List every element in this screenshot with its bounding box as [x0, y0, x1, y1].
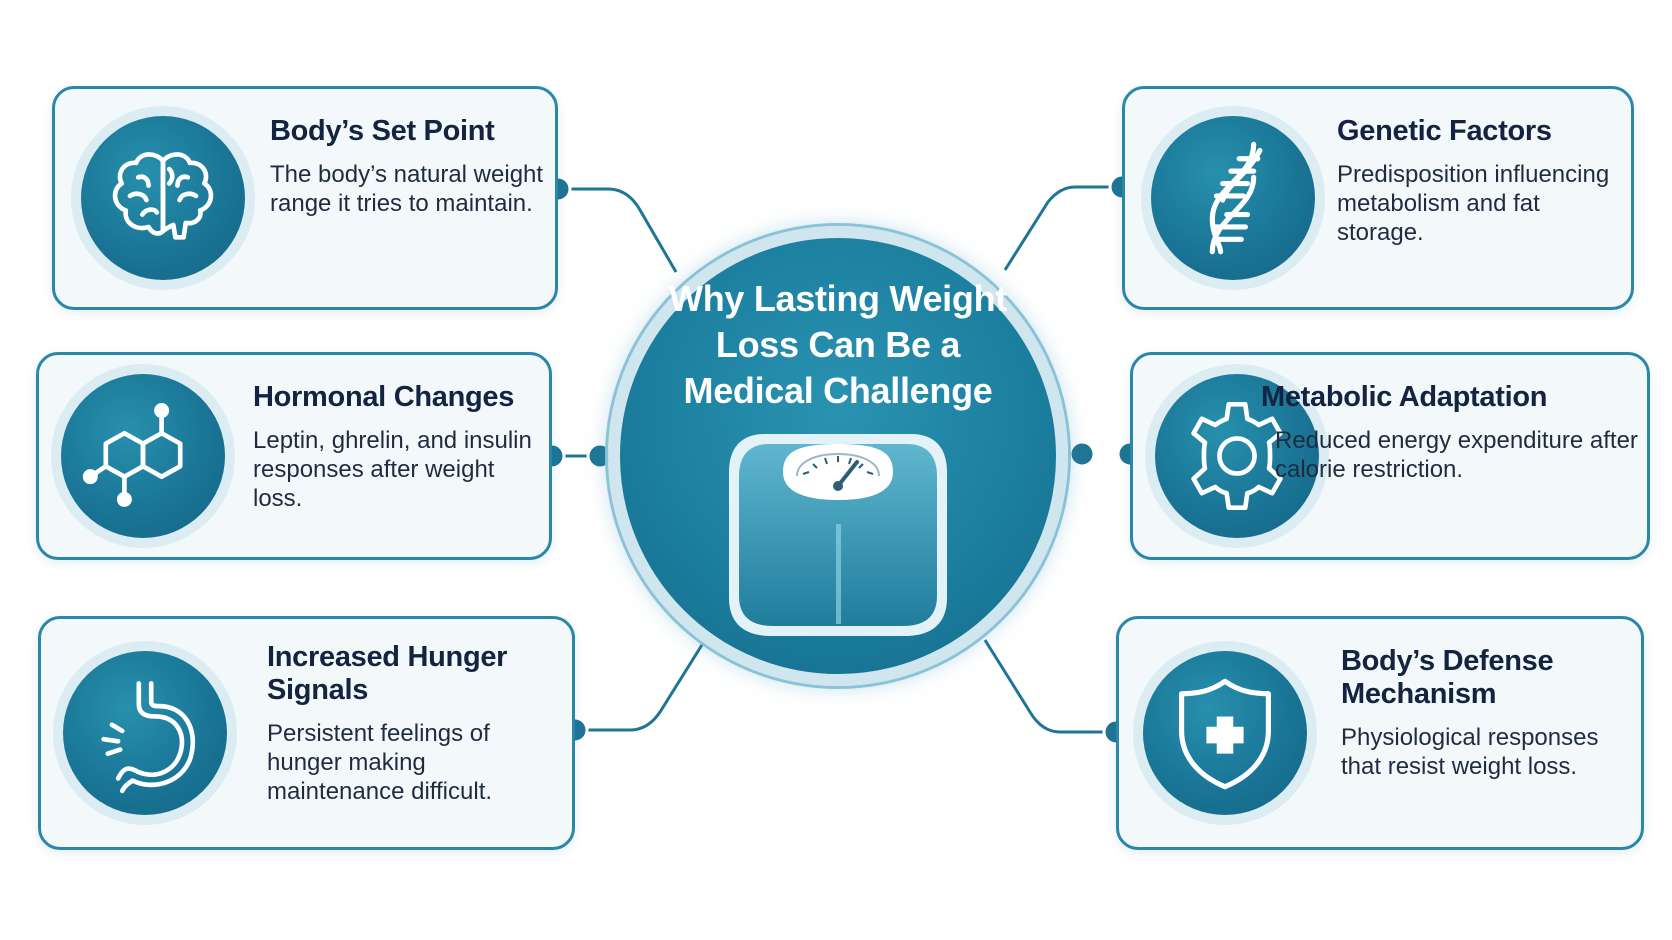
factor-description: Physiological responses that resist weig…	[1341, 724, 1599, 780]
factor-title: Hormonal Changes	[253, 381, 515, 413]
factor-description: Persistent feelings of hunger making mai…	[267, 720, 493, 805]
factor-card-hunger: Increased Hunger Signals Persistent feel…	[38, 616, 575, 850]
factor-description: Reduced energy expenditure after calorie…	[1275, 427, 1638, 483]
factor-title: Body’s Set Point	[270, 115, 495, 147]
factor-card-metabolic: Metabolic Adaptation Reduced energy expe…	[1130, 352, 1650, 560]
center-title: Why Lasting Weight Loss Can Be a Medical…	[669, 278, 1007, 411]
connector-set-point	[558, 187, 678, 273]
stomach-icon	[101, 681, 196, 794]
icon-badge	[53, 641, 237, 825]
dna-icon	[1209, 141, 1263, 255]
icon-badge	[1133, 641, 1317, 825]
factor-card-hormonal: Hormonal Changes Leptin, ghrelin, and in…	[36, 352, 552, 560]
factor-description: Predisposition influencing metabolism an…	[1337, 161, 1610, 246]
shield-cross-icon	[1179, 678, 1271, 790]
factor-title: Genetic Factors	[1337, 115, 1552, 147]
icon-badge	[1141, 106, 1325, 290]
factor-description: Leptin, ghrelin, and insulin responses a…	[253, 427, 532, 512]
connector-dot	[1068, 440, 1096, 468]
factor-card-genetic: Genetic Factors Predisposition influenci…	[1122, 86, 1634, 310]
factor-card-defense: Body’s Defense Mechanism Physiological r…	[1116, 616, 1644, 850]
connector-genetic	[1003, 185, 1122, 271]
icon-badge	[51, 364, 235, 548]
factor-title: Body’s Defense Mechanism	[1341, 645, 1554, 710]
factor-card-set-point: Body’s Set Point The body’s natural weig…	[52, 86, 558, 310]
bathroom-scale-icon	[729, 434, 947, 636]
factor-title: Metabolic Adaptation	[1261, 381, 1548, 413]
factor-description: The body’s natural weight range it tries…	[270, 161, 544, 217]
factor-title: Increased Hunger Signals	[267, 641, 508, 706]
icon-badge	[1145, 364, 1329, 548]
connector-hunger	[575, 639, 707, 732]
connector-defense	[983, 639, 1116, 734]
gear-icon	[1191, 402, 1283, 510]
molecule-icon	[82, 403, 183, 507]
brain-icon	[112, 152, 214, 240]
icon-badge	[71, 106, 255, 290]
center-topic: Why Lasting Weight Loss Can Be a Medical…	[608, 226, 1068, 686]
